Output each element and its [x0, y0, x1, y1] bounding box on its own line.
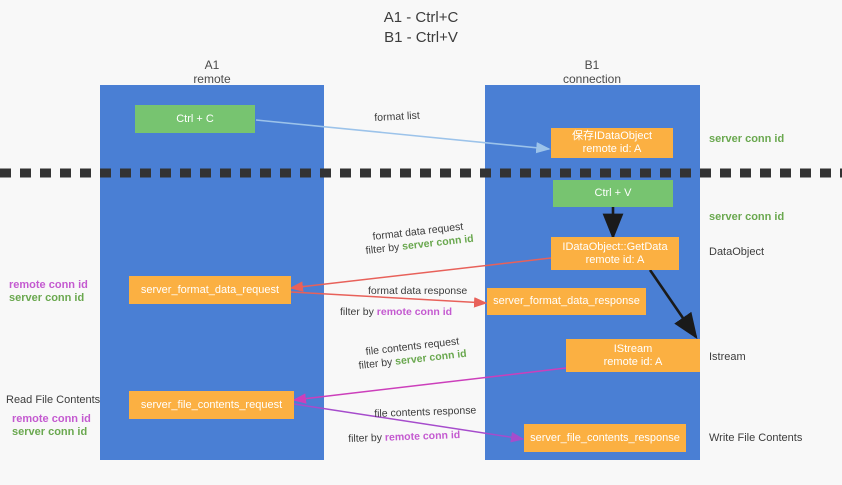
right-label-server-conn-id-1: server conn id — [709, 133, 785, 145]
filter-prefix-4: filter by — [348, 431, 386, 445]
left-label-server-conn-id-1: server conn id — [9, 292, 85, 304]
diagram-title: A1 - Ctrl+C B1 - Ctrl+V — [0, 8, 842, 48]
column-b1-name: B1 — [584, 58, 600, 72]
node-istream-line2: remote id: A — [603, 355, 663, 368]
arrow-format-data-response — [290, 291, 488, 308]
left-label-remote-conn-id-2: remote conn id — [12, 413, 91, 425]
arrow-format-data-request — [289, 257, 552, 292]
column-b1-sub: connection — [562, 72, 622, 86]
arrow-file-contents-response — [293, 403, 525, 443]
left-label-read-file-contents: Read File Contents — [6, 394, 101, 406]
node-server-format-data-response-label: server_format_data_response — [493, 295, 640, 307]
title-line-1: A1 - Ctrl+C — [383, 9, 459, 26]
right-label-dataobject: DataObject — [709, 246, 765, 258]
node-ctrl-v-label: Ctrl + V — [594, 187, 632, 199]
node-getdata-line1: IDataObject::GetData — [562, 240, 668, 253]
node-save-dataobject-line2: remote id: A — [582, 143, 642, 155]
column-header-a1: A1 remote — [132, 58, 292, 86]
filter-prefix-2: filter by — [340, 306, 377, 318]
left-label-remote-conn-id-1: remote conn id — [9, 279, 88, 291]
node-getdata-line2: remote id: A — [585, 253, 645, 266]
arrow-format-list — [255, 119, 551, 154]
right-label-write-file-contents: Write File Contents — [709, 432, 803, 444]
right-label-istream: Istream — [709, 351, 746, 363]
edge-label-format-list: format list — [374, 109, 421, 124]
node-server-file-contents-request[interactable]: server_file_contents_request — [129, 391, 294, 419]
left-label-server-conn-id-2: server conn id — [12, 426, 88, 438]
node-istream[interactable]: IStream remote id: A — [566, 339, 700, 372]
node-server-file-contents-request-label: server_file_contents_request — [140, 398, 283, 411]
edge-label-format-data-response-filter: filter by remote conn id — [340, 306, 452, 319]
edge-label-format-data-response: format data response — [368, 285, 468, 297]
node-save-dataobject-line1: 保存IDataObject — [571, 130, 653, 142]
column-a1-sub: remote — [193, 72, 231, 86]
node-ctrl-c-label: Ctrl + C — [176, 112, 214, 125]
column-header-b1: B1 connection — [512, 58, 672, 86]
node-server-format-data-response[interactable]: server_format_data_response — [487, 288, 646, 315]
node-ctrl-c[interactable]: Ctrl + C — [135, 105, 255, 133]
node-server-file-contents-response-label: server_file_contents_response — [530, 431, 680, 444]
title-line-2: B1 - Ctrl+V — [384, 29, 458, 46]
node-save-dataobject[interactable]: 保存IDataObject remote id: A — [551, 128, 673, 158]
node-server-format-data-request-label: server_format_data_request — [140, 283, 280, 296]
filter-emphasis-4: remote conn id — [384, 429, 461, 444]
arrow-file-contents-request — [292, 367, 567, 404]
node-istream-line1: IStream — [613, 342, 653, 355]
column-a1-name: A1 — [204, 58, 220, 72]
arrow-getdata-to-istream — [648, 269, 698, 340]
right-label-server-conn-id-2: server conn id — [709, 211, 785, 223]
node-ctrl-v[interactable]: Ctrl + V — [553, 180, 673, 207]
node-server-format-data-request[interactable]: server_format_data_request — [129, 276, 291, 304]
node-server-file-contents-response[interactable]: server_file_contents_response — [524, 424, 686, 452]
node-getdata[interactable]: IDataObject::GetData remote id: A — [551, 237, 679, 270]
filter-emphasis-2: remote conn id — [376, 306, 453, 318]
